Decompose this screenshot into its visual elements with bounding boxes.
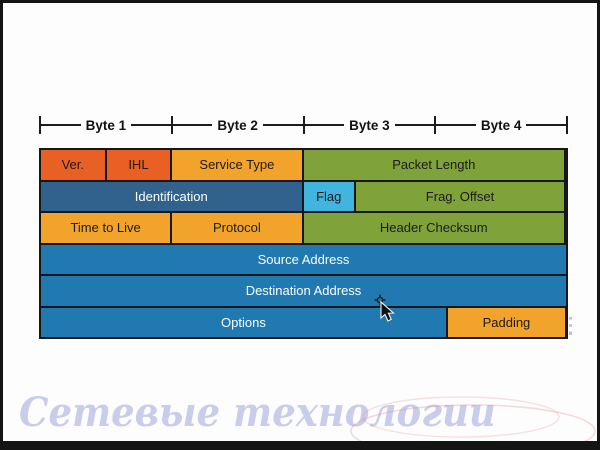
byte-label-4: Byte 4 <box>480 117 522 133</box>
field-flag: Flag <box>303 181 354 211</box>
diagram-row-1: Ver. IHL Service Type Packet Length <box>41 150 566 180</box>
mouse-cursor-icon <box>374 294 395 322</box>
watermark-text: Сетевые технологии <box>19 388 496 436</box>
field-header-checksum: Header Checksum <box>303 213 564 243</box>
ruler-tick-end <box>566 116 568 134</box>
byte-ruler-segment-2: Byte 2 <box>170 116 303 134</box>
byte-label-2: Byte 2 <box>217 117 258 133</box>
diagram-row-2: Identification Flag Frag. Offset <box>41 181 566 211</box>
field-protocol: Protocol <box>172 213 302 243</box>
field-options: Options <box>41 307 446 337</box>
tiny-vertical-artifact <box>569 317 572 335</box>
ipv4-header-diagram: Ver. IHL Service Type Packet Length Iden… <box>39 148 568 339</box>
field-frag-offset: Frag. Offset <box>356 181 564 211</box>
ruler-line <box>131 124 171 126</box>
field-time-to-live: Time to Live <box>41 213 171 243</box>
ruler-tick <box>39 116 41 134</box>
byte-label-1: Byte 1 <box>85 117 127 133</box>
field-version: Ver. <box>41 150 105 180</box>
field-service-type: Service Type <box>172 150 302 180</box>
byte-label-3: Byte 3 <box>349 117 390 133</box>
byte-ruler-segment-1: Byte 1 <box>39 116 171 134</box>
ruler-line <box>526 124 566 126</box>
ruler-tick <box>170 116 173 134</box>
field-padding: Padding <box>447 307 565 337</box>
ruler-line <box>172 124 213 126</box>
byte-ruler-segment-3: Byte 3 <box>302 116 435 134</box>
ruler-line <box>304 124 345 126</box>
byte-ruler-segment-4: Byte 4 <box>434 116 566 134</box>
ruler-line <box>436 124 476 126</box>
ruler-tick <box>302 116 305 134</box>
field-identification: Identification <box>41 181 302 211</box>
field-ihl: IHL <box>106 150 171 180</box>
field-packet-length: Packet Length <box>303 150 564 180</box>
ruler-line <box>41 124 81 126</box>
field-destination-address: Destination Address <box>41 276 566 306</box>
field-source-address: Source Address <box>41 244 566 274</box>
faint-scribble-ellipses <box>350 396 596 441</box>
diagram-row-5: Destination Address <box>41 276 566 306</box>
byte-ruler: Byte 1 Byte 2 Byte 3 Byte 4 <box>39 112 568 138</box>
ruler-line <box>394 124 435 126</box>
diagram-row-3: Time to Live Protocol Header Checksum <box>41 213 566 243</box>
ruler-line <box>262 124 303 126</box>
ruler-tick <box>434 116 437 134</box>
diagram-row-4: Source Address <box>41 244 566 274</box>
diagram-row-6: Options Padding <box>41 307 566 337</box>
